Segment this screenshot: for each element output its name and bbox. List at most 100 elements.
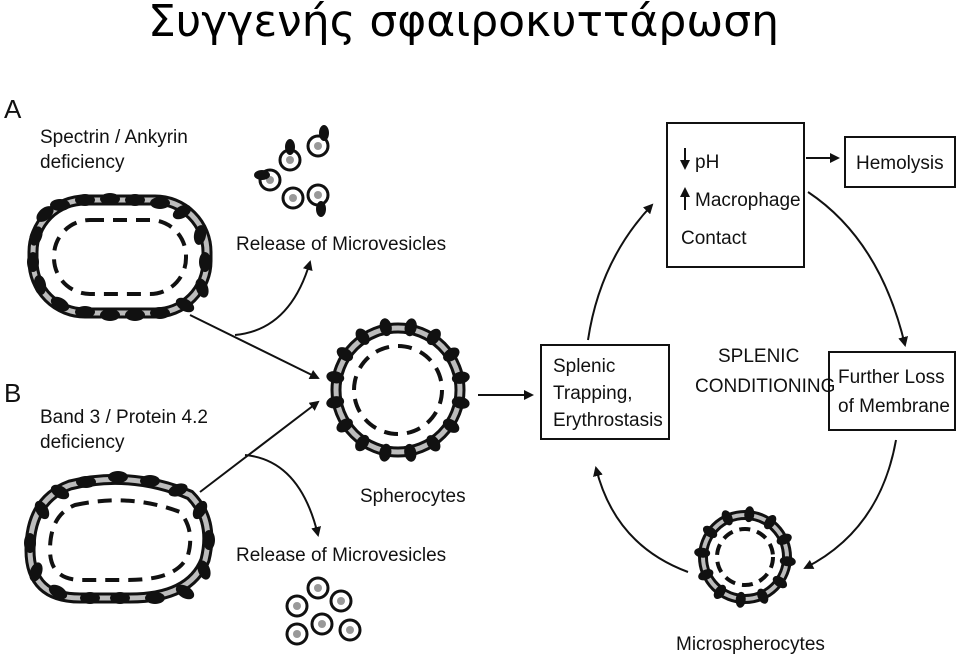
membrane-protein — [125, 194, 145, 206]
stress-ph: pH — [695, 152, 719, 173]
membrane-protein — [442, 418, 460, 433]
membrane-protein — [168, 483, 188, 497]
membrane-protein — [757, 588, 769, 604]
membrane-protein — [172, 204, 192, 220]
arrow-trapping-to-stress — [587, 203, 654, 341]
membrane-protein — [100, 309, 120, 321]
cell-b — [24, 471, 215, 604]
membrane-protein — [75, 306, 95, 318]
cell-a — [27, 193, 213, 321]
membrane-protein — [193, 225, 207, 245]
panel-b-label-line1: Band 3 / Protein 4.2 — [40, 407, 208, 428]
box-splenic-stress: pH Macrophage Contact — [666, 122, 805, 268]
cell-a-proteins — [27, 193, 211, 321]
membrane-protein — [326, 396, 345, 409]
membrane-protein — [336, 418, 353, 433]
membrane-protein — [50, 199, 70, 211]
membrane-protein — [744, 506, 755, 523]
membrane-protein — [27, 252, 39, 272]
membrane-protein — [326, 371, 345, 384]
membrane-protein — [698, 569, 714, 581]
splenic-conditioning-line1: SPLENIC — [718, 346, 799, 367]
membrane-protein — [75, 194, 95, 206]
arrow-loss-to-micro — [803, 439, 897, 569]
cycle-arrows — [587, 153, 909, 573]
microvesicles-b — [285, 576, 362, 646]
membrane-protein — [379, 443, 392, 462]
cell-b-proteins — [24, 471, 215, 604]
membrane-protein — [404, 318, 417, 337]
box-trapping: Splenic Trapping, Erythrostasis — [540, 344, 670, 440]
membrane-protein — [199, 252, 211, 272]
membrane-protein — [29, 226, 43, 246]
trapping-line2: Trapping, — [553, 383, 633, 404]
box-further-loss: Further Loss of Membrane — [828, 351, 956, 431]
microspherocyte-proteins — [694, 506, 796, 608]
membrane-protein — [34, 500, 50, 520]
membrane-protein — [150, 197, 170, 209]
spherocyte-cell — [326, 318, 470, 462]
membrane-protein — [36, 206, 54, 222]
arrow-up-icon — [680, 187, 690, 210]
arrow-a-to-spherocyte — [189, 314, 320, 379]
panel-a-letter: A — [4, 94, 22, 124]
panel-b-label-line2: deficiency — [40, 432, 125, 453]
membrane-protein — [203, 530, 215, 550]
membrane-protein — [336, 347, 354, 362]
membrane-protein — [702, 525, 718, 539]
membrane-protein — [721, 510, 733, 526]
membrane-protein — [779, 556, 796, 567]
membrane-protein — [355, 328, 370, 345]
membrane-protein — [110, 592, 130, 604]
membrane-protein — [379, 318, 392, 337]
membrane-protein — [404, 443, 417, 462]
membrane-protein — [197, 560, 211, 580]
membrane-protein — [29, 562, 43, 582]
arrow-down-icon — [680, 148, 690, 170]
membrane-protein — [451, 396, 470, 409]
microspherocyte-cell — [694, 506, 796, 608]
spherocyte-proteins — [326, 318, 470, 462]
membrane-protein — [355, 434, 370, 452]
membrane-protein — [108, 471, 128, 483]
arrow-b-to-microvesicles — [244, 454, 321, 537]
membrane-protein — [100, 193, 120, 205]
membrane-protein — [735, 591, 746, 608]
membrane-protein — [763, 514, 777, 530]
membrane-protein — [426, 328, 441, 346]
further-loss-line1: Further Loss — [838, 367, 945, 388]
arrow-stress-to-loss — [807, 191, 909, 347]
membrane-protein — [776, 533, 792, 545]
membrane-protein — [175, 584, 195, 600]
membrane-protein — [145, 592, 165, 604]
microvesicles-a — [254, 125, 330, 217]
box-hemolysis: Hemolysis — [844, 136, 956, 188]
stress-macrophage: Macrophage — [695, 190, 801, 211]
panel-a-label-line1: Spectrin / Ankyrin — [40, 127, 188, 148]
panel-a-release-label: Release of Microvesicles — [236, 234, 446, 255]
membrane-protein — [150, 307, 170, 319]
trapping-line1: Splenic — [553, 356, 615, 377]
arrows-left — [189, 260, 534, 537]
panel-a-label-line2: deficiency — [40, 152, 125, 173]
membrane-protein — [694, 547, 711, 558]
membrane-protein — [195, 278, 209, 298]
membrane-protein — [443, 347, 460, 362]
membrane-protein — [50, 484, 70, 500]
membrane-protein — [451, 371, 470, 384]
membrane-protein — [125, 309, 145, 321]
trapping-line3: Erythrostasis — [553, 410, 663, 431]
arrow-micro-to-trapping — [593, 466, 689, 573]
further-loss-line2: of Membrane — [838, 396, 950, 417]
membrane-protein — [48, 584, 68, 600]
hemolysis-label: Hemolysis — [856, 153, 944, 174]
spherocytes-label: Spherocytes — [360, 486, 466, 507]
stress-contact: Contact — [681, 228, 747, 249]
splenic-conditioning-line2: CONDITIONING — [695, 376, 835, 397]
membrane-protein — [33, 275, 47, 295]
membrane-protein — [50, 296, 70, 312]
microspherocytes-label: Microspherocytes — [676, 634, 825, 655]
membrane-protein — [772, 575, 788, 589]
arrow-a-to-microvesicles — [234, 260, 313, 336]
